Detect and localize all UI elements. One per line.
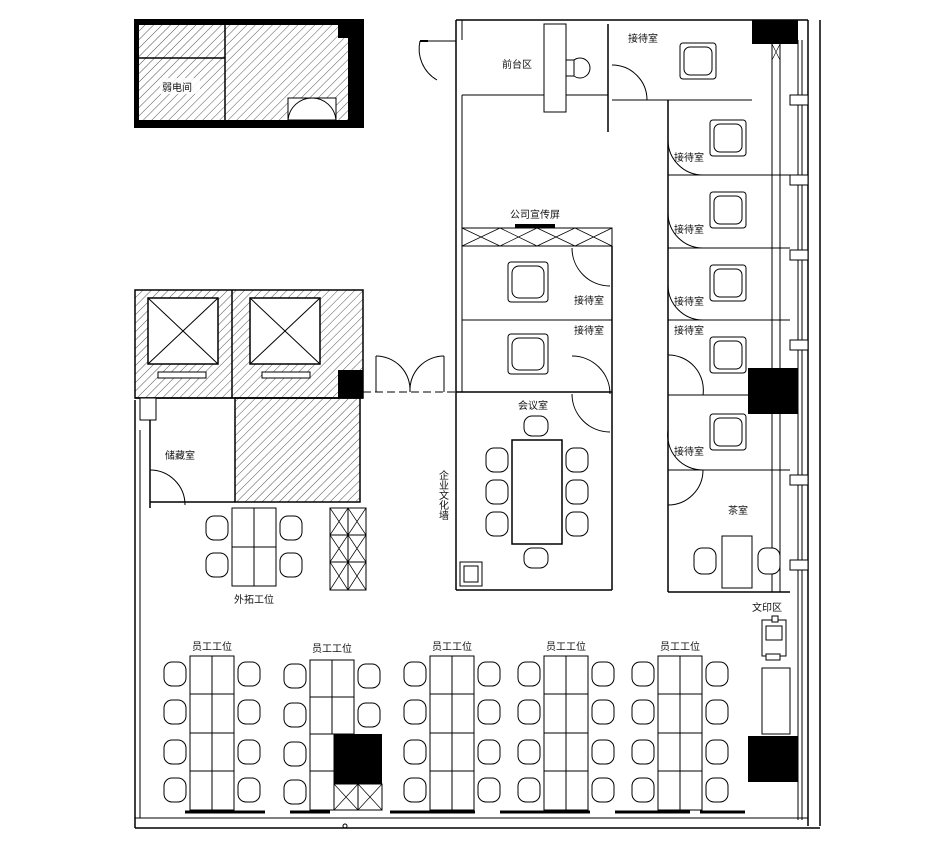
exterior-wall-right	[748, 20, 821, 826]
staff-station-group-4: 员工工位	[517, 640, 615, 811]
storage-room-label: 储藏室	[165, 449, 195, 462]
table-set	[709, 336, 747, 374]
staff-station-group-2: 员工工位	[283, 642, 383, 811]
reception-room-top: 接待室	[607, 24, 752, 132]
reception-mid-2-label: 接待室	[574, 324, 604, 337]
weak-current-room-label: 弱电间	[162, 81, 192, 94]
reception-room-top-label: 接待室	[628, 32, 658, 45]
tea-room-label: 茶室	[728, 504, 748, 517]
meeting-table	[485, 415, 589, 569]
staff-station-5-label: 员工工位	[660, 640, 700, 653]
weak-current-room: 弱电间	[134, 19, 364, 128]
promo-screen-label: 公司宣传屏	[510, 208, 560, 221]
table-set	[507, 333, 549, 375]
table-set	[709, 191, 747, 229]
reception-right-3-label: 接待室	[674, 295, 704, 308]
staff-station-2-label: 员工工位	[312, 642, 352, 655]
reception-rooms-right: 接待室 接待室 接待室 接待室 接待室	[667, 43, 790, 593]
table-set	[709, 119, 747, 157]
reception-label: 前台区	[502, 58, 532, 71]
tea-room: 茶室	[693, 504, 781, 589]
entry-door[interactable]	[363, 355, 456, 393]
staff-station-4-label: 员工工位	[546, 640, 586, 653]
staff-station-1-label: 员工工位	[192, 640, 232, 653]
central-rooms: 公司宣传屏 接待室 接待室 会议室	[456, 208, 613, 591]
table-set	[709, 264, 747, 302]
storage-room: 储藏室	[139, 397, 235, 508]
reception-right-5-label: 接待室	[674, 445, 704, 458]
outreach-stations: 外拓工位	[205, 507, 303, 606]
reception-zone: 前台区	[418, 19, 808, 590]
meeting-room-label: 会议室	[518, 399, 548, 412]
print-area: 文印区	[752, 601, 791, 735]
culture-wall-label: 企业文化墙	[437, 469, 449, 521]
outreach-station-label: 外拓工位	[234, 593, 274, 606]
reception-mid-1-label: 接待室	[574, 294, 604, 307]
reception-right-2-label: 接待室	[674, 223, 704, 236]
culture-wall-text: 企业文化墙	[437, 469, 449, 521]
reception-right-1-label: 接待室	[674, 151, 704, 164]
elevator-core	[134, 289, 364, 503]
staff-station-3-label: 员工工位	[432, 640, 472, 653]
reception-right-4-label: 接待室	[674, 324, 704, 337]
exterior-wall-bottom	[134, 400, 820, 829]
staff-station-group-3: 员工工位	[403, 640, 501, 811]
table-set	[679, 42, 717, 80]
staff-station-group-5: 员工工位	[631, 640, 729, 811]
table-set	[709, 413, 747, 451]
print-area-label: 文印区	[752, 601, 782, 614]
staff-station-group-1: 员工工位	[163, 640, 261, 811]
shelving-unit	[329, 507, 367, 591]
table-set	[507, 261, 549, 303]
